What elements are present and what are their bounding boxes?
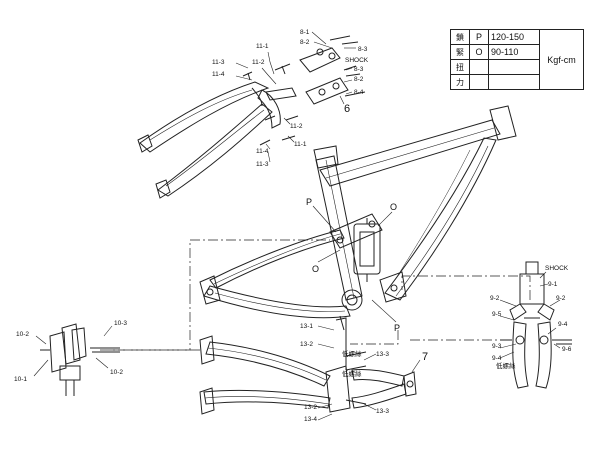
label-8-2-bottom: 8-2 (354, 76, 364, 83)
frame-torque-labels: P O O P (306, 197, 400, 333)
label-9-3: 9-3 (492, 343, 502, 350)
label-9-4-left: 9-4 (492, 355, 502, 362)
label-8-3-top: 8-3 (358, 46, 368, 53)
label-8-2-top: 8-2 (300, 39, 310, 46)
label-p-top: P (306, 197, 312, 207)
label-9-1: 9-1 (548, 281, 558, 288)
swingarm-labels: 13-1 13-2 低螺絲 13-3 7 低螺絲 13-2 13-4 13-3 (300, 323, 428, 423)
label-o-left: O (312, 264, 319, 274)
label-9-2-left: 9-2 (490, 295, 500, 302)
label-cn-b: 低螺絲 (342, 369, 362, 378)
label-10-1: 10-1 (14, 376, 27, 383)
label-9-6: 9-6 (562, 346, 572, 353)
label-11-3-bottom: 11-3 (256, 161, 269, 168)
label-shock-right: SHOCK (545, 265, 569, 272)
torque-table: 鎖 P 120-150 Kgf-cm 緊 O 90-110 扭 力 (450, 29, 584, 90)
label-11-4-bottom: 11-4 (256, 148, 269, 155)
label-10-3: 10-3 (114, 320, 127, 327)
label-o-top: O (390, 202, 397, 212)
label-9-4-right: 9-4 (558, 321, 568, 328)
label-6: 6 (344, 103, 350, 115)
left-pivot-labels: 10-2 10-3 10-1 10-2 (14, 320, 127, 383)
label-11-3-top: 11-3 (212, 59, 225, 66)
label-7: 7 (422, 351, 428, 363)
label-13-1: 13-1 (300, 323, 313, 330)
shock-link-parts (299, 31, 366, 105)
swingarm-parts (199, 315, 421, 421)
label-11-2-bottom: 11-2 (290, 123, 303, 130)
label-13-2-bottom: 13-2 (304, 404, 317, 411)
label-10-2-top: 10-2 (16, 331, 29, 338)
label-11-4-top: 11-4 (212, 71, 225, 78)
rear-triangle-parts (137, 51, 299, 199)
main-frame (199, 105, 517, 323)
label-p-bottom: P (394, 323, 400, 333)
torque-unit: Kgf-cm (539, 29, 584, 90)
label-cn-right: 低螺絲 (496, 361, 516, 370)
label-8-1: 8-1 (300, 29, 310, 36)
right-shock-parts (499, 261, 572, 389)
label-13-3-bottom: 13-3 (376, 408, 389, 415)
connector-lines (100, 239, 531, 351)
label-13-4: 13-4 (304, 416, 317, 423)
label-13-2-top: 13-2 (300, 341, 313, 348)
rear-labels: 11-1 11-2 11-3 11-4 11-2 11-1 11-4 11-3 (212, 43, 307, 168)
label-cn-a: 低螺絲 (342, 349, 362, 358)
label-shock-top: SHOCK (345, 57, 369, 64)
label-8-4: 8-4 (354, 89, 364, 96)
left-pivot-parts (33, 323, 120, 396)
shock-link-labels: 8-1 8-2 8-3 SHOCK 8-3 8-2 8-4 6 (300, 29, 369, 115)
torque-header-char-4: 力 (450, 74, 470, 90)
right-shock-labels: SHOCK 9-1 9-2 9-2 9-5 9-4 9-3 9-4 9-6 低螺… (490, 265, 572, 370)
label-10-2-bottom: 10-2 (110, 369, 123, 376)
label-13-3-top: 13-3 (376, 351, 389, 358)
label-8-3-bottom: 8-3 (354, 66, 364, 73)
label-9-5: 9-5 (492, 311, 502, 318)
label-11-1-bottom: 11-1 (294, 141, 307, 148)
label-11-1-top: 11-1 (256, 43, 269, 50)
label-11-2-top: 11-2 (252, 59, 265, 66)
label-9-2-right: 9-2 (556, 295, 566, 302)
